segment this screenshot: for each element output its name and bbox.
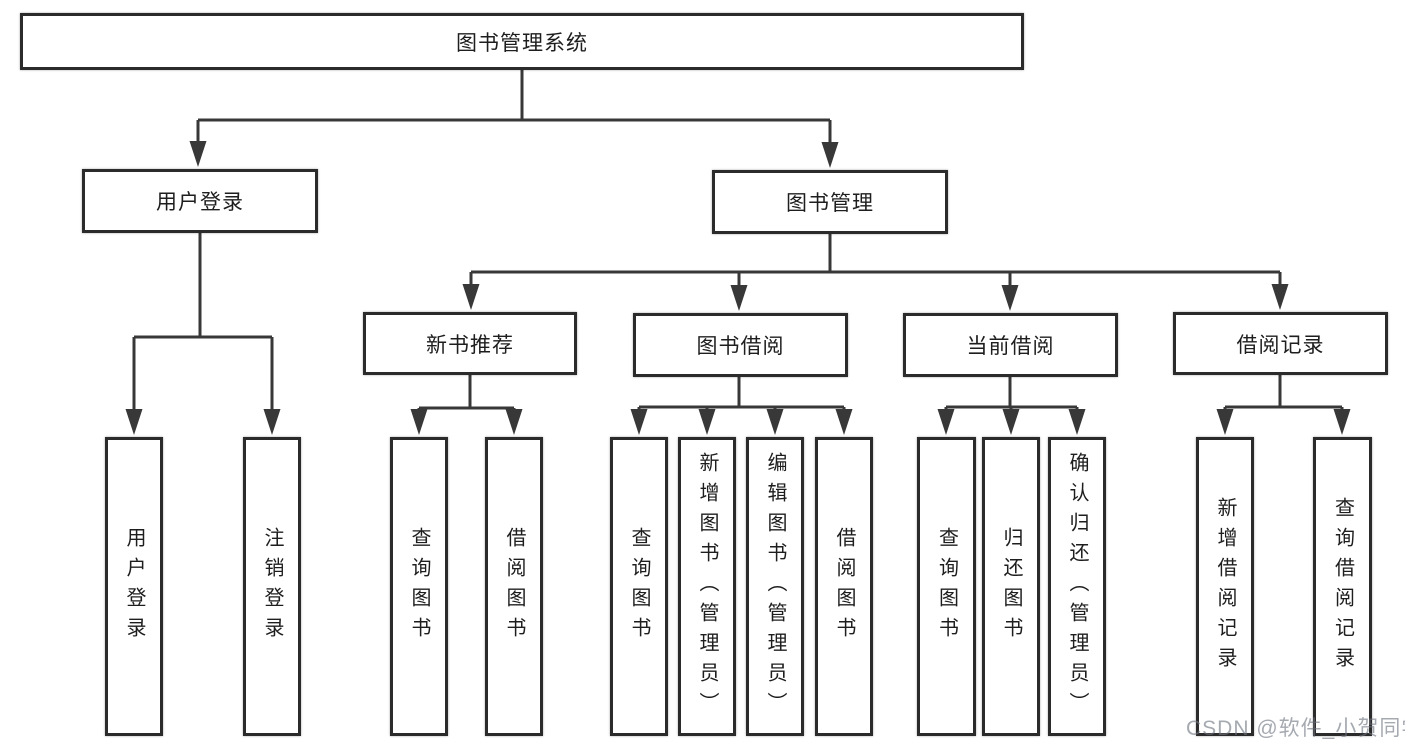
node-book-borrow-label: 图书借阅	[696, 335, 785, 358]
node-root: 图书管理系统	[20, 13, 1024, 70]
node-cb-query-book-label: 查询图书	[935, 526, 958, 647]
node-new-book-recommend: 新书推荐	[363, 312, 577, 375]
node-borrow-records: 借阅记录	[1173, 312, 1388, 375]
node-book-borrow: 图书借阅	[633, 313, 848, 377]
node-login-action-label: 用户登录	[123, 526, 145, 647]
node-borrow-records-label: 借阅记录	[1236, 333, 1325, 357]
arrowheads	[125, 141, 1351, 435]
node-br-add-record-label: 新增借阅记录	[1214, 496, 1236, 677]
node-logout-action-label: 注销登录	[261, 526, 283, 647]
node-new-book-recommend-label: 新书推荐	[426, 333, 514, 357]
node-bb-add-book-label: 新增图书（管理员）	[696, 451, 718, 722]
node-cb-confirm-return-label: 确认归还（管理员）	[1066, 451, 1088, 722]
node-bb-query-book: 查询图书	[610, 437, 668, 736]
node-nb-query-book-label: 查询图书	[408, 526, 430, 647]
node-nb-borrow-book-label: 借阅图书	[503, 526, 525, 647]
node-nb-query-book: 查询图书	[390, 437, 448, 736]
node-root-label: 图书管理系统	[456, 31, 588, 55]
node-bb-borrow-book-label: 借阅图书	[833, 526, 855, 647]
node-user-login-label: 用户登录	[156, 191, 244, 214]
node-current-borrow: 当前借阅	[903, 313, 1118, 377]
node-cb-return-book: 归还图书	[982, 437, 1040, 736]
node-br-query-record-label: 查询借阅记录	[1331, 496, 1354, 677]
node-nb-borrow-book: 借阅图书	[485, 437, 543, 736]
node-bb-borrow-book: 借阅图书	[815, 437, 873, 736]
node-bb-query-book-label: 查询图书	[628, 526, 650, 647]
node-user-login: 用户登录	[82, 169, 318, 233]
node-br-add-record: 新增借阅记录	[1196, 437, 1254, 736]
node-login-action: 用户登录	[105, 437, 163, 736]
node-bb-edit-book: 编辑图书（管理员）	[746, 437, 804, 736]
node-br-query-record: 查询借阅记录	[1313, 437, 1372, 736]
node-cb-return-book-label: 归还图书	[1000, 526, 1022, 647]
node-cb-confirm-return: 确认归还（管理员）	[1048, 437, 1106, 736]
node-logout-action: 注销登录	[243, 437, 301, 736]
node-book-management-label: 图书管理	[786, 192, 874, 215]
node-bb-edit-book-label: 编辑图书（管理员）	[764, 451, 786, 722]
node-current-borrow-label: 当前借阅	[966, 335, 1055, 358]
watermark-text: CSDN @软件_小贺同学	[1186, 717, 1405, 740]
node-bb-add-book: 新增图书（管理员）	[678, 437, 736, 736]
node-book-management: 图书管理	[712, 170, 948, 234]
node-cb-query-book: 查询图书	[917, 437, 976, 736]
